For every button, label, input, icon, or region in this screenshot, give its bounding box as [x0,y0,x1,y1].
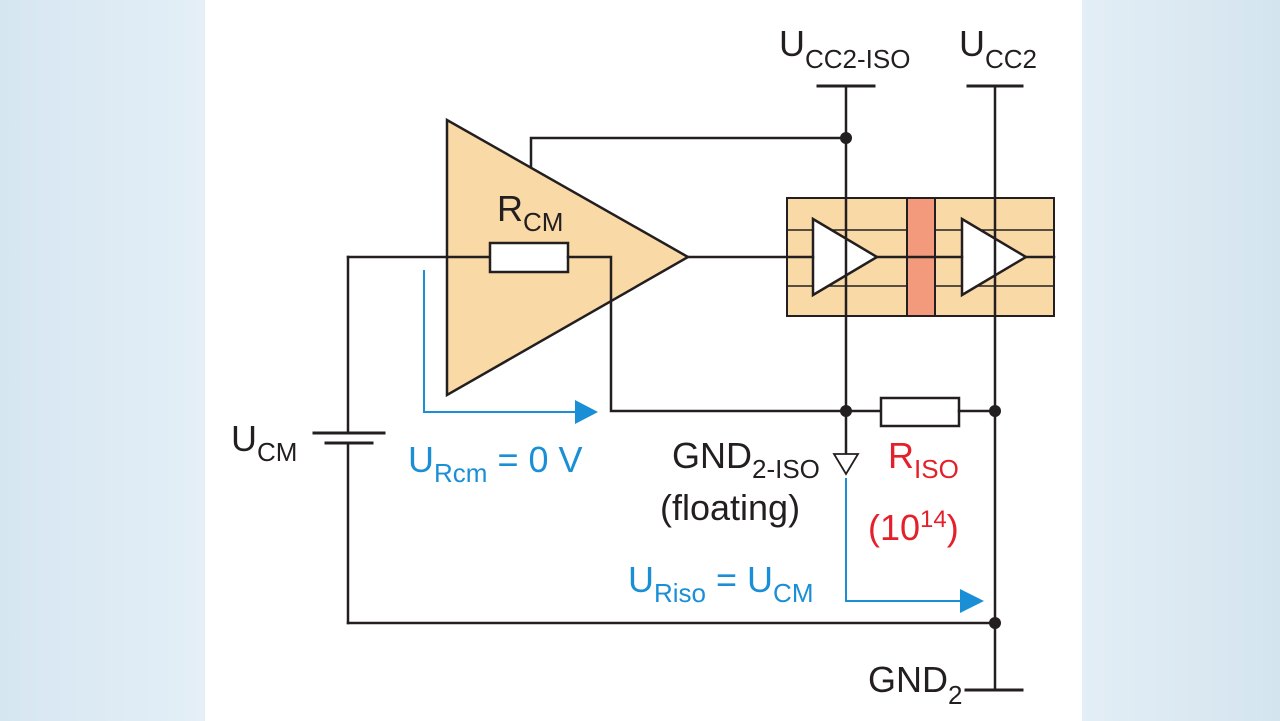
junction-dot [989,405,1001,417]
riso-value-label: (1014) [868,506,959,548]
urcm-arrow-line [423,270,575,413]
ucm-label: UCM [231,418,297,467]
junction-dot [989,617,1001,629]
amp-supply-wire [529,136,848,169]
rcm-resistor [488,241,570,274]
floating-label: (floating) [660,487,800,528]
riso-resistor [879,396,961,428]
ucc2-label: UCC2 [959,23,1037,74]
riso-label: RISO [888,435,959,484]
uriso-label: URiso = UCM [628,559,813,608]
junction-dot [840,405,852,417]
uriso-arrowhead [960,589,984,613]
background-right [1082,0,1280,721]
ucc2-iso-label: UCC2-ISO [779,23,910,74]
rcm-label: RCM [497,188,563,237]
uriso-arrow-line [845,478,960,602]
gnd2-iso-symbol [832,453,860,476]
background-left [0,0,205,721]
junction-dot [840,132,852,144]
gnd2-iso-label: GND2-ISO [672,435,820,484]
gnd2-label: GND2 [868,659,962,710]
junction-dots [840,132,1001,629]
urcm-arrowhead [575,400,598,424]
urcm-label: URcm = 0 V [408,439,583,488]
